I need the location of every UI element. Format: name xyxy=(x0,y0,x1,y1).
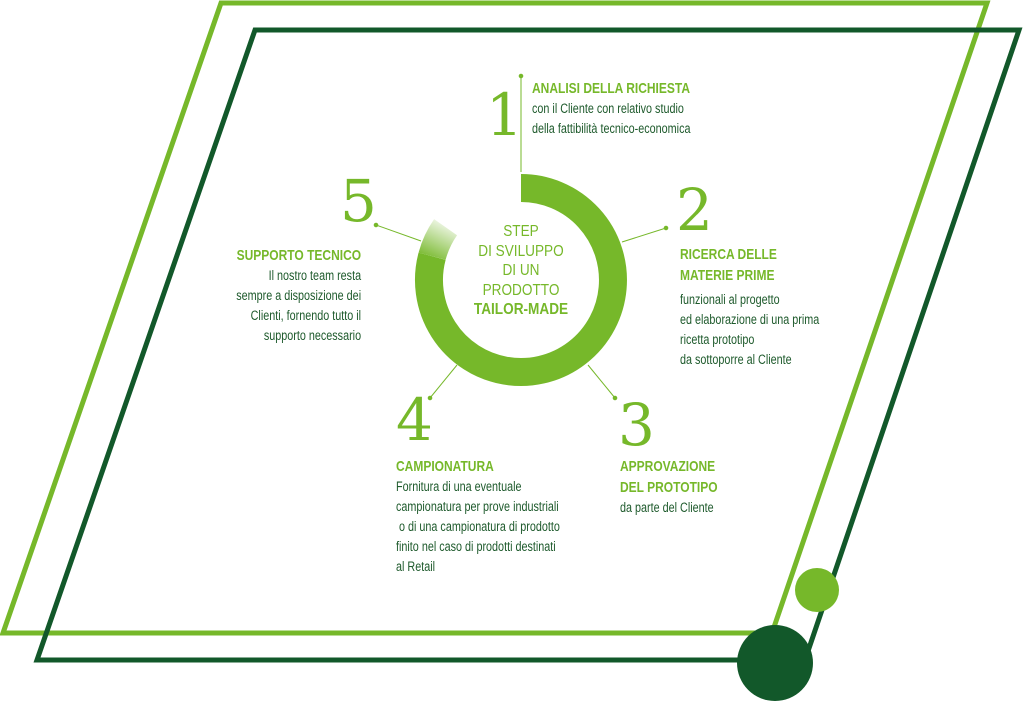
connector-2 xyxy=(621,227,667,243)
step-title: RICERCA DELLE xyxy=(680,246,777,263)
center-line: DI UN xyxy=(502,262,540,279)
step-title: APPROVAZIONE xyxy=(620,458,716,475)
connector-4 xyxy=(429,364,458,399)
step-line: campionatura per prove industriali xyxy=(396,499,559,514)
connector-5 xyxy=(375,224,422,242)
step-line: ricetta prototipo xyxy=(680,332,755,347)
center-bold: TAILOR-MADE xyxy=(473,301,569,318)
connector-3 xyxy=(587,364,616,399)
step-2-text: RICERCA DELLE MATERIE PRIME funzionali a… xyxy=(680,244,819,370)
step-line: Fornitura di una eventuale xyxy=(396,479,522,494)
step-line: da sottoporre al Cliente xyxy=(680,352,792,367)
step-2-number: 2 xyxy=(676,176,713,244)
step-4-number: 4 xyxy=(396,386,433,454)
step-line: ed elaborazione di una prima xyxy=(680,312,820,327)
step-line: finito nel caso di prodotti destinati xyxy=(396,539,556,554)
progress-ring-fade xyxy=(418,219,458,261)
step-line: sempre a disposizione dei xyxy=(236,288,361,303)
step-5-text: SUPPORTO TECNICO Il nostro team resta se… xyxy=(236,245,361,346)
step-line: funzionali al progetto xyxy=(680,292,780,307)
dark-green-dot xyxy=(737,625,813,701)
center-line: STEP xyxy=(503,223,539,240)
step-line: Clienti, fornendo tutto il xyxy=(250,308,361,323)
center-label: STEP DI SVILUPPO DI UN PRODOTTO TAILOR-M… xyxy=(462,222,581,320)
step-line: Il nostro team resta xyxy=(268,268,361,283)
step-line: da parte del Cliente xyxy=(620,500,714,515)
step-5-number: 5 xyxy=(340,167,377,235)
step-title: SUPPORTO TECNICO xyxy=(236,247,361,264)
step-line: della fattibilità tecnico-economica xyxy=(532,121,691,136)
step-line: con il Cliente con relativo studio xyxy=(532,101,684,116)
step-line: o di una campionatura di prodotto xyxy=(396,519,560,534)
light-green-dot xyxy=(795,568,839,612)
step-line: al Retail xyxy=(396,559,436,574)
step-line: supporto necessario xyxy=(263,328,361,343)
step-4-text: CAMPIONATURA Fornitura di una eventuale … xyxy=(396,456,560,577)
step-title: MATERIE PRIME xyxy=(680,267,775,284)
center-line: DI SVILUPPO xyxy=(478,242,564,260)
step-3-text: APPROVAZIONE DEL PROTOTIPO da parte del … xyxy=(620,456,718,518)
step-1-number: 1 xyxy=(486,81,523,149)
step-title: DEL PROTOTIPO xyxy=(620,479,718,496)
center-line: PRODOTTO xyxy=(482,281,560,299)
step-3-number: 3 xyxy=(618,391,655,459)
progress-ring xyxy=(414,174,627,386)
step-title: ANALISI DELLA RICHIESTA xyxy=(532,80,690,97)
step-1-text: ANALISI DELLA RICHIESTA con il Cliente c… xyxy=(532,78,690,139)
step-title: CAMPIONATURA xyxy=(396,458,494,475)
